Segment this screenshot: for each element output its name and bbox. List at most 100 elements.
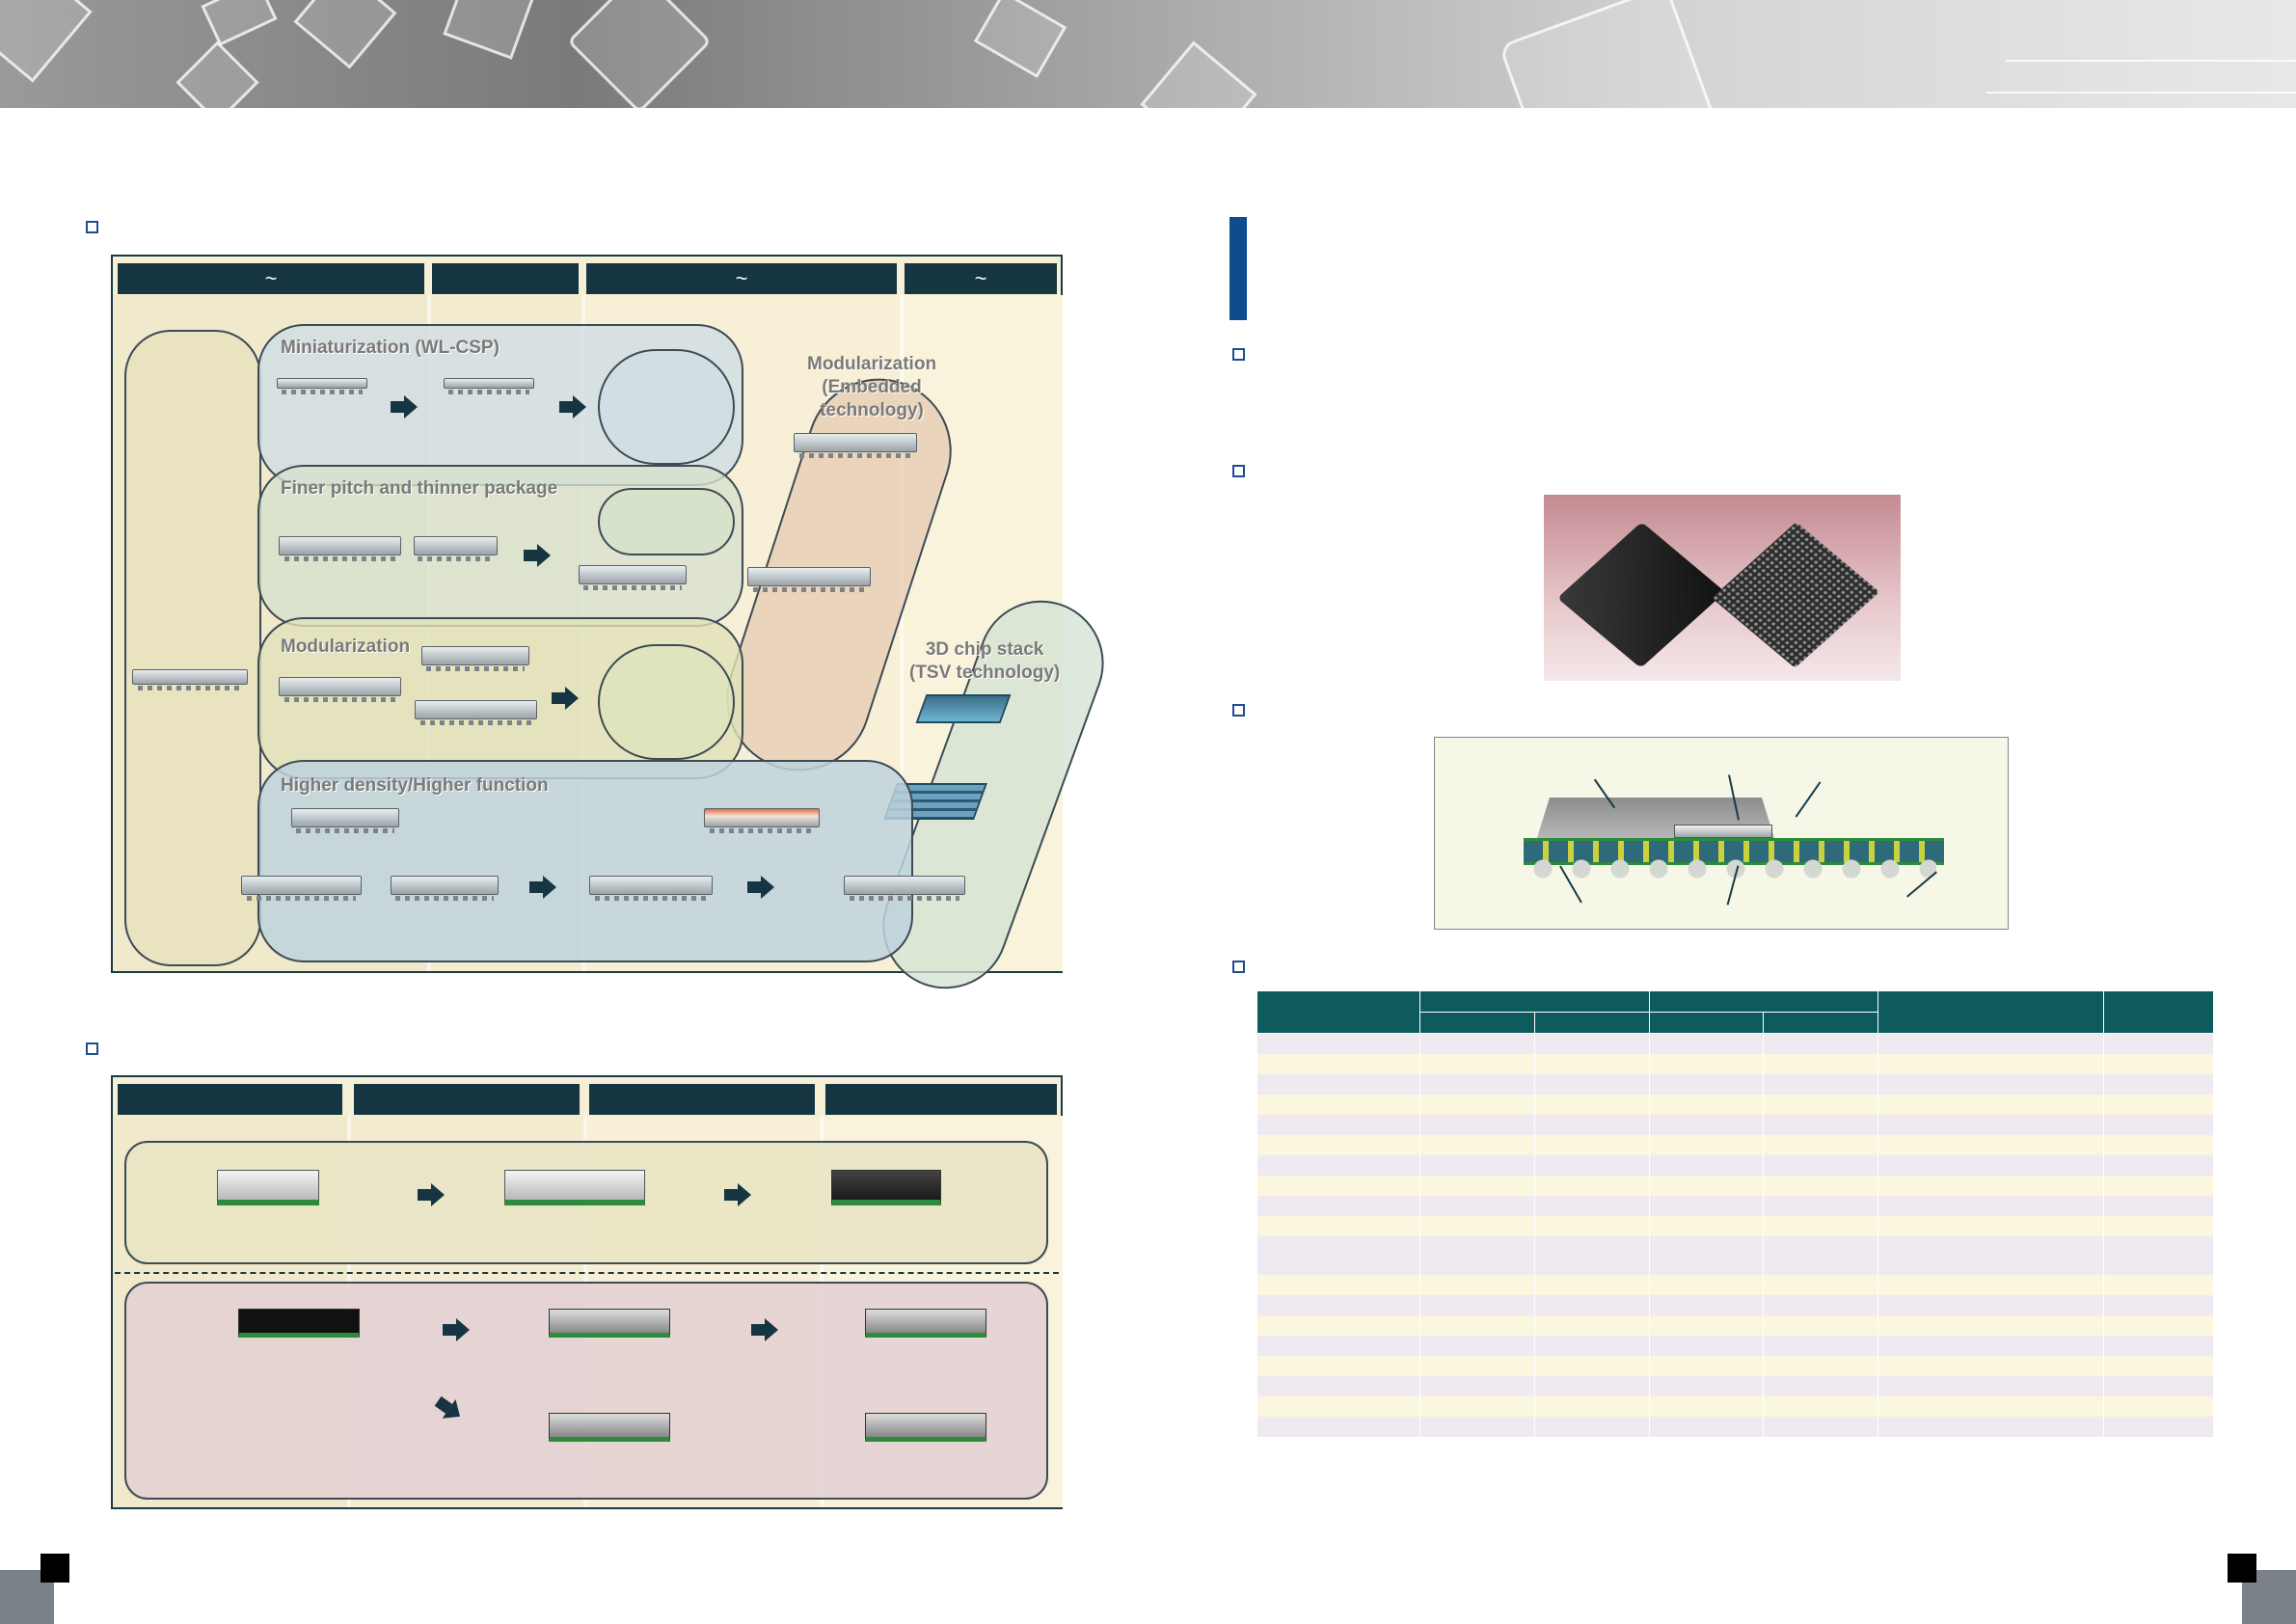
chip-graphic xyxy=(293,0,397,69)
corner-marker xyxy=(41,1554,69,1583)
bga-package-top xyxy=(1556,522,1726,668)
package-icon xyxy=(421,646,529,671)
column-subheader xyxy=(1763,1012,1879,1034)
chip-graphic xyxy=(0,0,93,83)
table-row xyxy=(1256,1176,2214,1196)
column-header xyxy=(1648,990,1879,1013)
decor-line xyxy=(2006,60,2296,62)
table-row xyxy=(1256,1376,2214,1396)
module-icon xyxy=(865,1413,986,1442)
table-header-row xyxy=(1256,990,2214,1034)
roadmap-figure: ~ ~ ~ Miniaturization (WL-CSP) Modulariz… xyxy=(111,255,1121,1007)
higher-density-bubble xyxy=(257,760,913,962)
higher-density-label: Higher density/Higher function xyxy=(281,775,549,796)
package-icon xyxy=(444,378,534,394)
chip-graphic xyxy=(973,0,1067,78)
stage-header xyxy=(589,1084,815,1115)
stage-header xyxy=(825,1084,1057,1115)
table-row xyxy=(1256,1236,2214,1275)
package-icon xyxy=(704,808,820,833)
column-header xyxy=(1256,990,1420,1034)
embedded-label: Modularization (Embedded technology) xyxy=(807,354,937,420)
table-row xyxy=(1256,1295,2214,1315)
table-row xyxy=(1256,1315,2214,1336)
modularization-label: Modularization xyxy=(281,636,411,657)
3d-stack-label: 3D chip stack (TSV technology) xyxy=(909,639,1061,683)
chip-graphic xyxy=(567,0,712,108)
package-icon xyxy=(291,808,399,833)
table-row xyxy=(1256,1033,2214,1054)
package-icon xyxy=(241,876,362,901)
table-row xyxy=(1256,1135,2214,1155)
package-icon xyxy=(414,536,498,561)
section-marker xyxy=(86,221,98,233)
package-icon xyxy=(279,536,401,561)
future-node xyxy=(598,644,735,760)
solder-balls xyxy=(1531,859,1936,879)
future-node xyxy=(598,488,735,555)
module-icon xyxy=(217,1170,319,1205)
cross-section-diagram xyxy=(1434,737,2009,930)
3d-chip-stack-icon xyxy=(915,694,1012,723)
module-icon xyxy=(549,1413,670,1442)
chip-graphic xyxy=(201,0,278,46)
package-icon xyxy=(844,876,965,901)
table-header-row xyxy=(1257,1012,2214,1034)
period-header: ~ xyxy=(905,263,1057,294)
package-icon xyxy=(279,677,401,702)
table-row xyxy=(1256,1074,2214,1095)
section-marker xyxy=(1232,961,1245,973)
column-subheader xyxy=(1418,1012,1535,1034)
table-row xyxy=(1256,1196,2214,1216)
table-row xyxy=(1256,1417,2214,1437)
chip-graphic xyxy=(443,0,537,60)
callout-line xyxy=(1795,781,1822,818)
table-row xyxy=(1256,1155,2214,1176)
section-marker xyxy=(1232,348,1245,361)
section-marker xyxy=(1232,704,1245,717)
period-header xyxy=(432,263,579,294)
spec-table xyxy=(1256,990,2214,1437)
finer-pitch-label: Finer pitch and thinner package xyxy=(281,478,558,499)
section-marker xyxy=(86,1042,98,1055)
package-icon xyxy=(415,700,537,725)
base-package-bubble xyxy=(124,330,261,966)
section-marker xyxy=(1232,465,1245,477)
column-subheader xyxy=(1533,1012,1650,1034)
table-row xyxy=(1256,1356,2214,1376)
corner-marker xyxy=(2228,1554,2256,1583)
package-icon xyxy=(391,876,499,901)
stage-header xyxy=(118,1084,342,1115)
period-header: ~ xyxy=(586,263,897,294)
decor-line xyxy=(1986,92,2296,94)
module-figure xyxy=(111,1075,1063,1509)
miniaturization-label: Miniaturization (WL-CSP) xyxy=(281,338,500,358)
table-row xyxy=(1256,1054,2214,1074)
module-icon xyxy=(238,1309,360,1338)
header-banner xyxy=(0,0,2296,108)
chip-graphic xyxy=(1498,0,1729,108)
table-row xyxy=(1256,1336,2214,1356)
table-row xyxy=(1256,1095,2214,1115)
period-header: ~ xyxy=(118,263,424,294)
package-icon xyxy=(132,669,248,690)
divider xyxy=(900,295,904,971)
column-header xyxy=(1418,990,1650,1013)
title-accent-bar xyxy=(1229,217,1247,320)
module-icon xyxy=(504,1170,645,1205)
column-header xyxy=(1877,990,2105,1034)
module-icon xyxy=(865,1309,986,1338)
table-row xyxy=(1256,1396,2214,1417)
chip-graphic xyxy=(1140,41,1257,108)
row-divider xyxy=(115,1272,1059,1274)
product-photo xyxy=(1544,495,1901,681)
module-icon xyxy=(549,1309,670,1338)
table-row xyxy=(1256,1275,2214,1295)
bga-package-bottom xyxy=(1711,522,1880,668)
column-header xyxy=(2103,990,2214,1034)
table-row xyxy=(1256,1115,2214,1135)
package-icon xyxy=(794,433,917,458)
table-row xyxy=(1256,1216,2214,1236)
future-node xyxy=(598,349,735,465)
module-icon xyxy=(831,1170,941,1205)
